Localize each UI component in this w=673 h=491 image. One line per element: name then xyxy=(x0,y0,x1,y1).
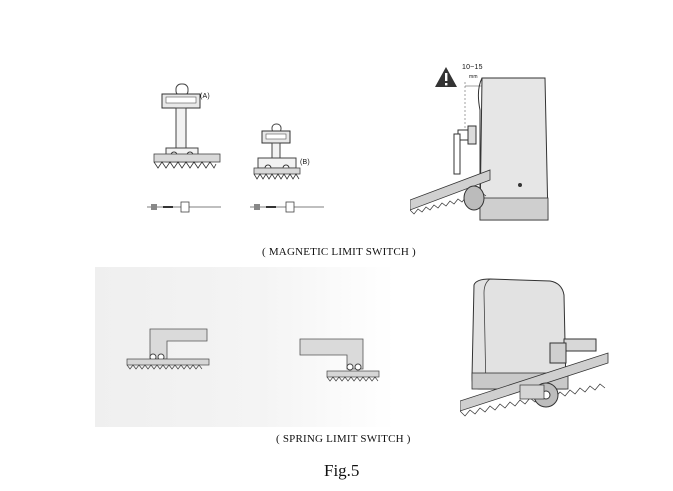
magnetic-label-b: (B) xyxy=(300,159,310,166)
magnetic-switch-b-illustration xyxy=(253,123,301,180)
warning-triangle-icon xyxy=(435,67,457,87)
motor-installation-spring xyxy=(460,278,609,417)
magnetic-detail-b xyxy=(250,201,324,213)
magnetic-switch-a-illustration xyxy=(153,83,221,169)
motor-installation-magnetic xyxy=(410,77,549,221)
spring-switch-panel xyxy=(95,267,395,427)
magnetic-caption: ( MAGNETIC LIMIT SWITCH ) xyxy=(262,246,416,258)
figure-title: Fig.5 xyxy=(324,461,360,480)
magnetic-label-a: (A) xyxy=(200,93,210,100)
spring-caption: ( SPRING LIMIT SWITCH ) xyxy=(276,433,411,445)
warning-unit: mm xyxy=(469,74,478,80)
warning-dimension: 10~15 xyxy=(462,64,483,71)
magnetic-detail-a xyxy=(147,201,221,213)
